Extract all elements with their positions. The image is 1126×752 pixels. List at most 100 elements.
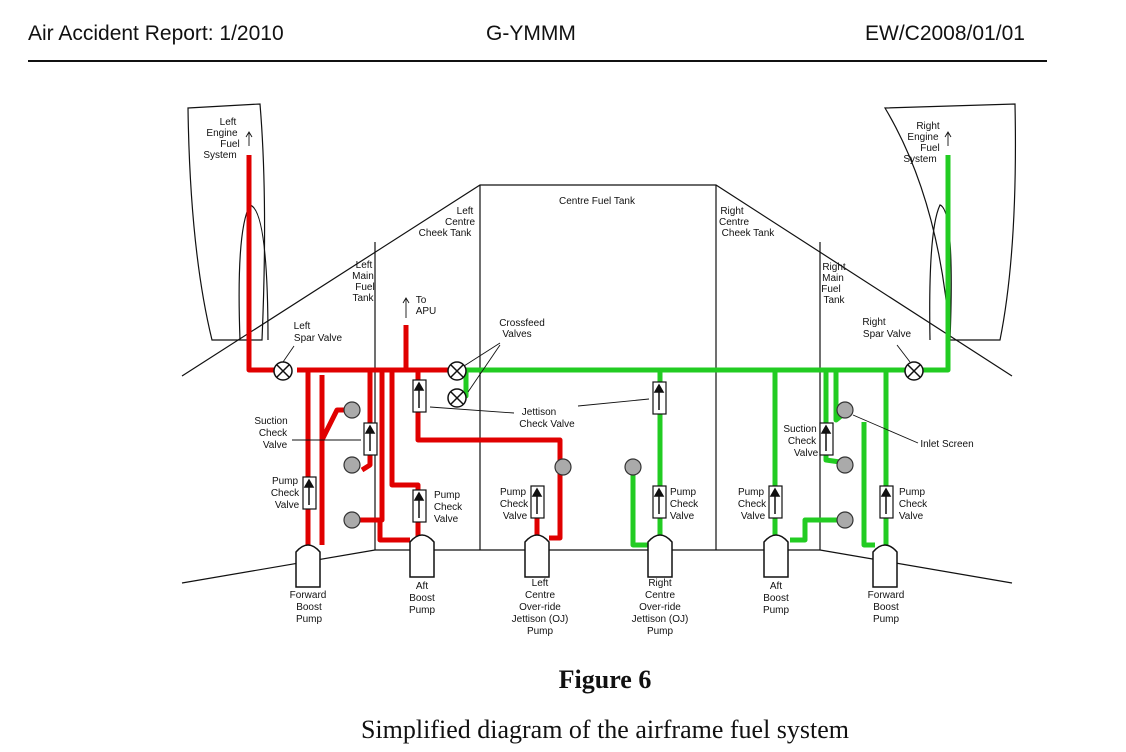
left-main-label-3: Fuel <box>355 282 374 293</box>
inlet-screens <box>343 401 854 529</box>
pcv-aftr-1: Pump <box>738 487 765 498</box>
aft-boost-pump-right <box>763 534 789 578</box>
left-engine-label-1: Left <box>220 117 237 128</box>
shutoff-valves <box>273 361 924 408</box>
left-engine-label-2: Engine <box>206 128 238 139</box>
right-main-label-4: Tank <box>823 295 845 306</box>
left-spar-label-1: Left <box>294 321 311 332</box>
forward-boost-pump-left <box>295 544 321 588</box>
pump-fwdl-1: Forward <box>290 590 327 601</box>
jettison-label-1: Jettison <box>522 407 556 418</box>
pcv-aftr-3: Valve <box>741 511 766 522</box>
pump-aftl-1: Aft <box>416 581 428 592</box>
boost-pumps <box>295 534 898 588</box>
pcv-aftl-2: Check <box>434 502 463 513</box>
crossfeed-label-2: Valves <box>502 329 531 340</box>
pump-rcoj-2: Centre <box>645 590 675 601</box>
centre-tank-label: Centre Fuel Tank <box>559 196 636 207</box>
suction-left-label-3: Valve <box>263 440 288 451</box>
pcv-aftl-3: Valve <box>434 514 459 525</box>
suction-left-label-1: Suction <box>254 416 287 427</box>
leader-lines <box>245 131 952 444</box>
pcv-aftr-2: Check <box>738 499 767 510</box>
left-spar-valve <box>273 361 293 381</box>
pump-aftl-2: Boost <box>409 593 435 604</box>
pcv-lcoj-3: Valve <box>503 511 528 522</box>
right-main-label-3: Fuel <box>821 284 840 295</box>
pump-aftr-3: Pump <box>763 605 790 616</box>
aircraft-registration: G-YMMM <box>486 22 576 45</box>
header-rule <box>28 60 1047 62</box>
suction-right-label-2: Check <box>788 436 817 447</box>
left-engine-label-4: System <box>203 150 236 161</box>
pcv-fwdr-3: Valve <box>899 511 924 522</box>
right-spar-valve <box>904 361 924 381</box>
pump-aftl-3: Pump <box>409 605 436 616</box>
pcv-aftl-1: Pump <box>434 490 461 501</box>
pump-fwdr-3: Pump <box>873 614 900 625</box>
pcv-fwdl-1: Pump <box>272 476 299 487</box>
pump-rcoj-1: Right <box>648 578 672 589</box>
right-cheek-label-2: Centre <box>719 217 749 228</box>
pump-fwdr-2: Boost <box>873 602 899 613</box>
pcv-rcoj-3: Valve <box>670 511 695 522</box>
right-spar-label-2: Spar Valve <box>863 329 912 340</box>
check-valve-arrows <box>303 381 892 518</box>
left-main-label-4: Tank <box>352 293 374 304</box>
right-engine-label-1: Right <box>916 121 940 132</box>
right-engine-label-3: Fuel <box>920 143 939 154</box>
left-main-label-1: Left <box>356 260 373 271</box>
right-cheek-label-1: Right <box>720 206 744 217</box>
pump-lcoj-4: Jettison (OJ) <box>512 614 569 625</box>
left-cheek-label-1: Left <box>457 206 474 217</box>
left-main-label-2: Main <box>352 271 374 282</box>
diagram-labels: Left Engine Fuel System Right Engine Fue… <box>203 117 973 637</box>
crossfeed-valve-upper <box>447 361 467 381</box>
right-main-label-2: Main <box>822 273 844 284</box>
pcv-fwdr-1: Pump <box>899 487 926 498</box>
left-cheek-label-2: Centre <box>445 217 475 228</box>
jettison-label-2: Check Valve <box>519 419 575 430</box>
left-centre-oj-pump <box>524 534 550 578</box>
right-cheek-label-3: Cheek Tank <box>722 228 776 239</box>
inlet-screen-label: Inlet Screen <box>920 439 973 450</box>
pcv-fwdl-2: Check <box>271 488 300 499</box>
pcv-lcoj-1: Pump <box>500 487 527 498</box>
pcv-fwdl-3: Valve <box>275 500 300 511</box>
apu-label-2: APU <box>416 306 437 317</box>
pcv-rcoj-2: Check <box>670 499 699 510</box>
airframe-outline <box>181 103 1017 584</box>
right-spar-label-1: Right <box>862 317 886 328</box>
pump-rcoj-3: Over-ride <box>639 602 681 613</box>
figure-label: Figure 6 <box>558 665 652 694</box>
pcv-fwdr-2: Check <box>899 499 928 510</box>
pump-rcoj-4: Jettison (OJ) <box>632 614 689 625</box>
apu-label-1: To <box>416 295 427 306</box>
suction-right-label-1: Suction <box>783 424 816 435</box>
pump-aftr-2: Boost <box>763 593 789 604</box>
pump-lcoj-3: Over-ride <box>519 602 561 613</box>
left-cheek-label-3: Cheek Tank <box>419 228 473 239</box>
pcv-lcoj-2: Check <box>500 499 529 510</box>
pump-rcoj-5: Pump <box>647 626 674 637</box>
pump-lcoj-1: Left <box>532 578 549 589</box>
right-centre-oj-pump <box>647 534 673 578</box>
forward-boost-pump-right <box>872 544 898 588</box>
aft-boost-pump-left <box>409 534 435 578</box>
right-engine-label-2: Engine <box>907 132 939 143</box>
pump-fwdl-3: Pump <box>296 614 323 625</box>
left-engine-label-3: Fuel <box>220 139 239 150</box>
right-engine-label-4: System <box>903 154 936 165</box>
pcv-rcoj-1: Pump <box>670 487 697 498</box>
left-fuel-piping <box>246 155 563 545</box>
pump-fwdl-2: Boost <box>296 602 322 613</box>
report-number: Air Accident Report: 1/2010 <box>28 22 284 45</box>
pump-fwdr-1: Forward <box>868 590 905 601</box>
suction-left-label-2: Check <box>259 428 288 439</box>
figure-caption: Simplified diagram of the airframe fuel … <box>360 715 850 744</box>
right-main-label-1: Right <box>822 262 846 273</box>
report-reference: EW/C2008/01/01 <box>865 22 1025 45</box>
crossfeed-valve-lower <box>447 388 467 408</box>
suction-right-label-3: Valve <box>794 448 819 459</box>
